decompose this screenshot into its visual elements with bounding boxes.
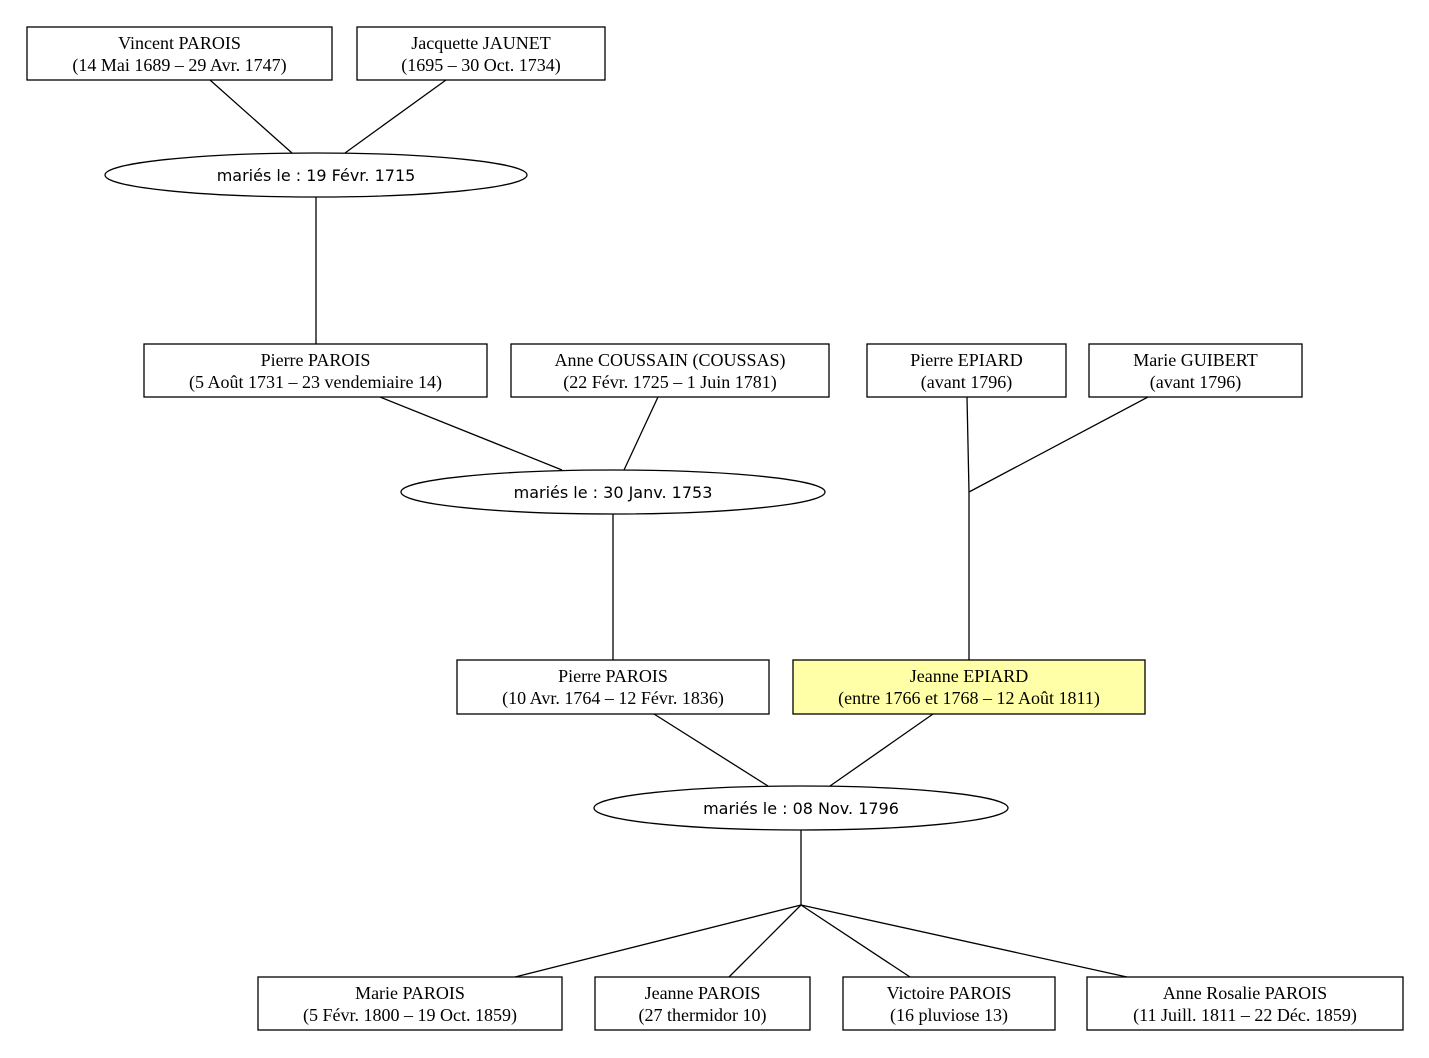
person-box-anne-coussain[interactable]: Anne COUSSAIN (COUSSAS)(22 Févr. 1725 – …: [510, 343, 830, 398]
spouse-connector: [653, 713, 769, 787]
person-name: Victoire PAROIS: [887, 983, 1012, 1003]
person-box-pierre-parois-1731[interactable]: Pierre PAROIS(5 Août 1731 – 23 vendemiai…: [143, 343, 488, 398]
child-connector: [800, 904, 1128, 978]
person-box-jacquette-jaunet[interactable]: Jacquette JAUNET(1695 – 30 Oct. 1734): [356, 26, 606, 81]
person-dates: (14 Mai 1689 – 29 Avr. 1747): [72, 55, 286, 76]
person-box-marie-parois[interactable]: Marie PAROIS(5 Févr. 1800 – 19 Oct. 1859…: [257, 976, 563, 1031]
person-box-frame: [143, 343, 488, 398]
spouse-connector: [344, 79, 447, 154]
person-box-jeanne-epiard[interactable]: Jeanne EPIARD(entre 1766 et 1768 – 12 Ao…: [792, 659, 1146, 715]
person-name: Pierre EPIARD: [910, 350, 1022, 370]
marriage-ellipse: [593, 785, 1009, 831]
person-box-frame: [842, 976, 1056, 1031]
child-connector: [800, 904, 911, 978]
marriage-label: mariés le : 30 Janv. 1753: [514, 483, 713, 502]
person-box-pierre-parois-1764[interactable]: Pierre PAROIS(10 Avr. 1764 – 12 Févr. 18…: [456, 659, 770, 715]
person-dates: (5 Févr. 1800 – 19 Oct. 1859): [303, 1005, 517, 1026]
person-dates: (10 Avr. 1764 – 12 Févr. 1836): [502, 688, 724, 709]
person-box-victoire-parois[interactable]: Victoire PAROIS(16 pluviose 13): [842, 976, 1056, 1031]
spouse-connector: [968, 396, 1149, 493]
person-box-jeanne-parois[interactable]: Jeanne PAROIS(27 thermidor 10): [594, 976, 811, 1031]
person-dates: (avant 1796): [1150, 372, 1241, 393]
marriage-node: mariés le : 08 Nov. 1796: [593, 785, 1009, 831]
person-box-pierre-epiard[interactable]: Pierre EPIARD(avant 1796): [866, 343, 1067, 398]
person-name: Anne COUSSAIN (COUSSAS): [554, 350, 785, 371]
marriage-ellipse: [400, 469, 826, 515]
person-name: Jacquette JAUNET: [411, 33, 550, 53]
spouse-connector: [829, 713, 934, 787]
person-dates: (16 pluviose 13): [890, 1005, 1008, 1026]
person-name: Vincent PAROIS: [118, 33, 241, 53]
spouse-connector: [379, 396, 563, 471]
person-box-frame: [792, 659, 1146, 715]
person-name: Anne Rosalie PAROIS: [1163, 983, 1327, 1003]
marriage-ellipse: [104, 152, 528, 198]
person-dates: (avant 1796): [921, 372, 1012, 393]
person-name: Jeanne EPIARD: [910, 666, 1028, 686]
connector-lines: [209, 79, 1149, 978]
marriage-node: mariés le : 19 Févr. 1715: [104, 152, 528, 198]
person-name: Pierre PAROIS: [558, 666, 668, 686]
child-connector: [514, 904, 802, 978]
marriage-label: mariés le : 19 Févr. 1715: [217, 166, 416, 185]
person-box-marie-guibert[interactable]: Marie GUIBERT(avant 1796): [1088, 343, 1303, 398]
person-box-frame: [26, 26, 333, 81]
spouse-connector: [209, 79, 293, 154]
person-dates: (22 Févr. 1725 – 1 Juin 1781): [563, 372, 777, 393]
person-box-frame: [866, 343, 1067, 398]
person-box-frame: [594, 976, 811, 1031]
marriage-node: mariés le : 30 Janv. 1753: [400, 469, 826, 515]
person-dates: (1695 – 30 Oct. 1734): [401, 55, 560, 76]
person-dates: (5 Août 1731 – 23 vendemiaire 14): [189, 372, 442, 393]
person-dates: (27 thermidor 10): [639, 1005, 767, 1026]
person-box-frame: [1088, 343, 1303, 398]
person-box-anne-rosalie-parois[interactable]: Anne Rosalie PAROIS(11 Juill. 1811 – 22 …: [1086, 976, 1404, 1031]
person-name: Pierre PAROIS: [261, 350, 371, 370]
spouse-connector: [966, 396, 970, 493]
person-dates: (11 Juill. 1811 – 22 Déc. 1859): [1133, 1005, 1357, 1026]
person-box-frame: [456, 659, 770, 715]
marriage-label: mariés le : 08 Nov. 1796: [703, 799, 899, 818]
person-name: Jeanne PAROIS: [645, 983, 761, 1003]
child-connector: [728, 904, 802, 978]
person-name: Marie GUIBERT: [1133, 350, 1257, 370]
person-box-frame: [257, 976, 563, 1031]
person-dates: (entre 1766 et 1768 – 12 Août 1811): [838, 688, 1100, 709]
person-box-vincent-parois[interactable]: Vincent PAROIS(14 Mai 1689 – 29 Avr. 174…: [26, 26, 333, 81]
tree-nodes: mariés le : 19 Févr. 1715 mariés le : 30 …: [26, 26, 1404, 1031]
person-box-frame: [510, 343, 830, 398]
person-box-frame: [1086, 976, 1404, 1031]
spouse-connector: [623, 396, 659, 471]
person-box-frame: [356, 26, 606, 81]
person-name: Marie PAROIS: [355, 983, 465, 1003]
